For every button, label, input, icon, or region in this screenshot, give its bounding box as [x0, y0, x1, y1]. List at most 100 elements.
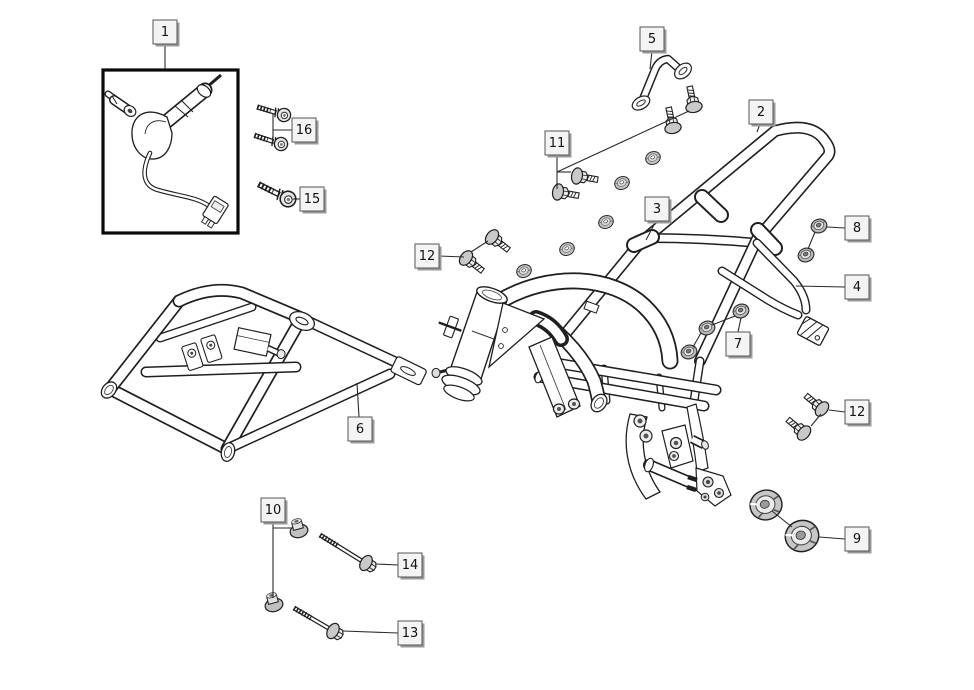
label-box: [844, 399, 870, 425]
callout-7[interactable]: 7: [692, 315, 753, 359]
label-number: 12: [419, 249, 436, 264]
callout-11[interactable]: 11: [544, 110, 690, 189]
label-box: [347, 416, 373, 442]
label-number: 10: [265, 503, 282, 518]
mount-plate-lower: [695, 467, 732, 507]
label-box: [844, 215, 870, 241]
label-box: [260, 497, 286, 523]
leader-line: [828, 409, 846, 413]
handle-end-plate: [631, 95, 651, 111]
leader-line: [711, 315, 736, 326]
flange-nuts-10: [261, 516, 310, 615]
leader-line: [356, 382, 360, 418]
seat-bracket-tab: [583, 300, 600, 314]
callout-15[interactable]: 15: [293, 186, 327, 214]
callout-1[interactable]: 1: [152, 19, 180, 69]
rack-tip-plate: [390, 356, 427, 386]
label-number: 13: [402, 626, 419, 641]
label-box: [844, 526, 870, 552]
rack-foot: [220, 442, 236, 462]
long-bolt-14: [318, 532, 377, 573]
washer: [643, 148, 663, 168]
callout-9[interactable]: 9: [771, 510, 872, 554]
callout-4[interactable]: 4: [795, 274, 872, 302]
label-number: 1: [161, 25, 169, 40]
ignition-lock-assembly: [131, 73, 222, 160]
label-box: [544, 130, 570, 156]
flange-nuts-8: [795, 216, 830, 265]
leader-line: [810, 413, 822, 427]
grab-handle: [631, 59, 692, 111]
label-box: [639, 26, 665, 52]
leader-line: [771, 510, 793, 528]
main-frame-assembly: [438, 128, 830, 507]
label-number: 3: [653, 202, 661, 217]
leader-line: [342, 630, 399, 634]
label-number: 4: [853, 280, 861, 295]
long-bolt-13: [292, 605, 344, 641]
flange-bolts-12-right: [782, 388, 833, 444]
cable-connector: [200, 195, 229, 229]
label-box: [152, 19, 178, 45]
steering-head-tube: [438, 286, 546, 402]
label-box: [748, 99, 774, 125]
leader-line: [438, 255, 465, 258]
label-box: [644, 196, 670, 222]
leader-line: [826, 226, 846, 229]
label-number: 2: [757, 105, 765, 120]
washer: [557, 239, 577, 259]
label-number: 5: [648, 32, 656, 47]
callout-10[interactable]: 10: [260, 497, 292, 598]
callout-3[interactable]: 3: [644, 196, 672, 241]
label-number: 12: [849, 405, 866, 420]
label-number: 9: [853, 532, 861, 547]
callout-13[interactable]: 13: [342, 620, 425, 648]
callout-12[interactable]: 12: [414, 240, 489, 271]
washer: [514, 261, 534, 281]
callout-layer: 1 16 15 5 2 11 3 8 12 4 7 6 12 9 10 14 13: [152, 19, 872, 648]
callout-12-2[interactable]: 12: [810, 399, 872, 427]
callout-2[interactable]: 2: [748, 99, 776, 133]
head-gusset-plate: [487, 302, 546, 369]
callout-16[interactable]: 16: [272, 113, 319, 145]
label-number: 11: [549, 136, 566, 151]
leader-line: [645, 220, 657, 241]
rear-loop-tube: [566, 128, 829, 361]
label-number: 14: [402, 558, 419, 573]
engine-mount-assembly: [625, 403, 732, 507]
rack-tip-bolt: [431, 367, 447, 379]
rubber-washer-set: [514, 148, 663, 281]
leader-line: [649, 50, 653, 70]
rack-center-bracket: [233, 326, 286, 360]
mount-bushing: [701, 440, 709, 450]
rack-hinge-tabs: [181, 334, 223, 371]
callout-8[interactable]: 8: [807, 215, 872, 250]
label-box: [397, 620, 423, 646]
label-number: 8: [853, 221, 861, 236]
label-number: 6: [356, 422, 364, 437]
callout-6[interactable]: 6: [347, 382, 375, 444]
label-box: [299, 186, 325, 212]
washer: [612, 173, 632, 193]
label-box: [414, 243, 440, 269]
label-box: [725, 331, 751, 357]
cable-guide-tab: [438, 315, 462, 339]
callout-14[interactable]: 14: [375, 552, 425, 580]
leader-line: [556, 110, 690, 173]
leader-line: [692, 332, 702, 348]
label-box: [397, 552, 423, 578]
leader-line: [818, 536, 846, 540]
leader-line: [470, 240, 489, 253]
leader-line: [795, 285, 846, 288]
rear-rack: [100, 290, 447, 462]
stay-foot-plate: [796, 316, 830, 346]
inset-ignition-lock-kit: [101, 68, 240, 235]
callout-5[interactable]: 5: [639, 26, 667, 70]
label-number: 16: [296, 123, 313, 138]
flange-bolts-12-left: [456, 226, 515, 278]
label-box: [844, 274, 870, 300]
leader-line: [375, 563, 399, 566]
washer: [596, 212, 616, 232]
